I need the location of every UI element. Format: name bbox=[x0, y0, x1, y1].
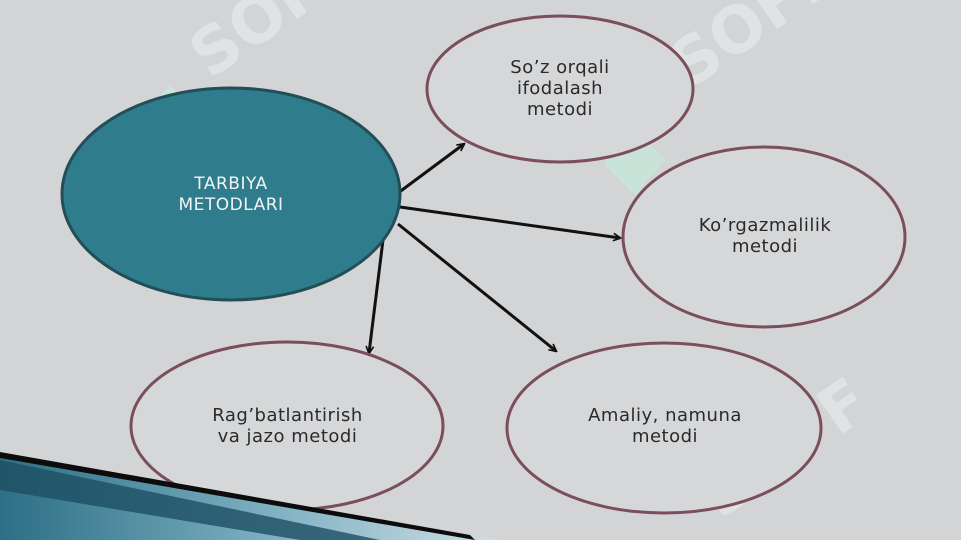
node-soz-shape bbox=[425, 14, 695, 164]
node-amaliy-line-1: Amaliy, namuna bbox=[588, 405, 742, 426]
watermark-text-1: SOFF bbox=[177, 0, 373, 93]
arrow-to-ragbat bbox=[369, 239, 385, 353]
node-soz-line-1: So’z orqali bbox=[510, 56, 610, 78]
center-node-shape bbox=[60, 86, 402, 302]
center-line-1: TARBIYA bbox=[194, 174, 268, 194]
node-soz-line-3: metodi bbox=[526, 98, 594, 120]
node-ragbat-line-1: Rag’batlantirish bbox=[212, 405, 363, 426]
node-amaliy-label: Amaliy, namuna metodi bbox=[540, 404, 790, 448]
node-korgazmalilik-label: Ko’rgazmalilik metodi bbox=[650, 214, 880, 258]
corner-stripe bbox=[0, 452, 500, 540]
center-line-2: METODLARI bbox=[178, 195, 284, 215]
node-amaliy-line-2: metodi bbox=[631, 426, 699, 447]
node-korgazmalilik-line-1: Ko’rgazmalilik bbox=[698, 215, 832, 236]
arrow-to-amaliy bbox=[397, 222, 556, 351]
node-korgazmalilik-line-2: metodi bbox=[731, 236, 799, 257]
node-ragbat-line-2: va jazo metodi bbox=[217, 426, 358, 447]
node-korgazmalilik-shape bbox=[621, 145, 907, 329]
node-amaliy-shape bbox=[505, 341, 823, 515]
node-soz-line-2: ifodalash bbox=[516, 77, 604, 99]
connectors bbox=[369, 144, 620, 353]
arrow-to-korgazmalilik bbox=[399, 205, 620, 238]
node-soz-label: So’z orqali ifodalash metodi bbox=[440, 55, 680, 121]
node-ragbat-label: Rag’batlantirish va jazo metodi bbox=[160, 404, 415, 448]
center-node-label: TARBIYA METODLARI bbox=[91, 172, 371, 218]
arrow-to-soz bbox=[397, 144, 464, 195]
